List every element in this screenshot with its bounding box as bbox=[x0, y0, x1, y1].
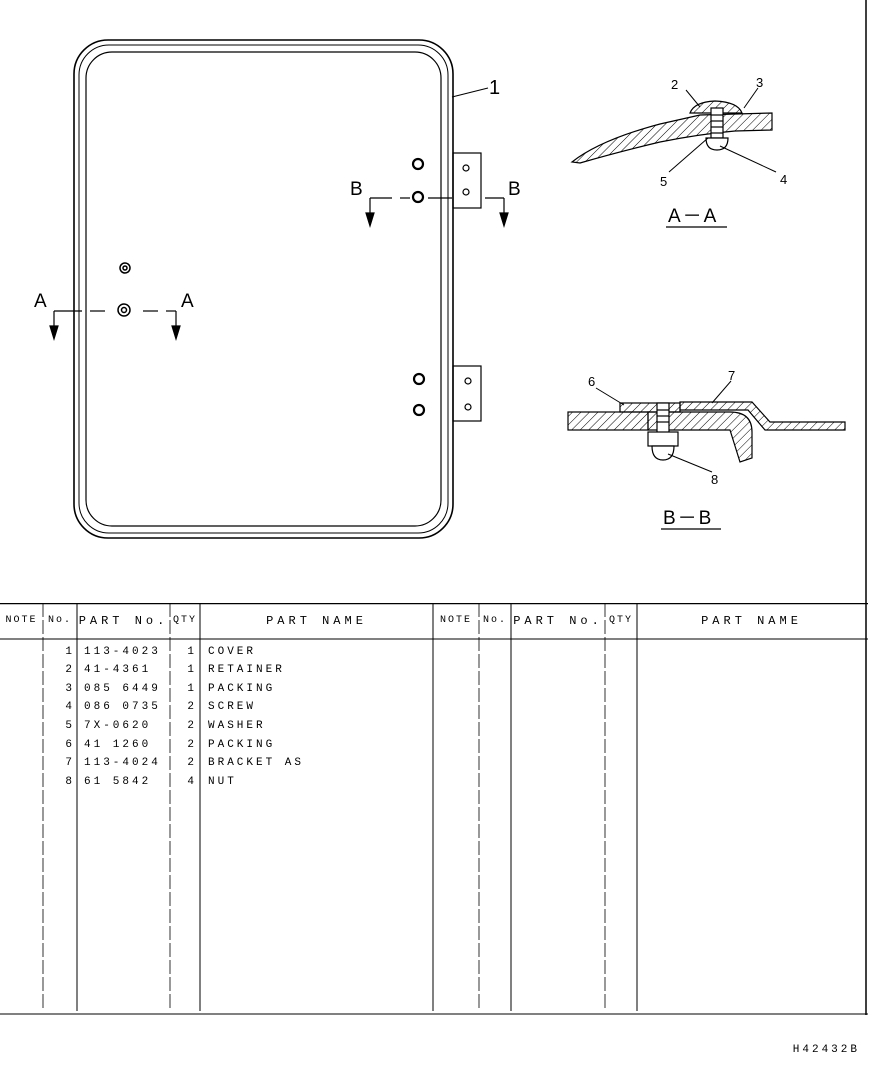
row-part-no: 41-4361 bbox=[84, 664, 152, 676]
row-part-name: RETAINER bbox=[208, 664, 285, 676]
row-qty: 1 bbox=[187, 646, 194, 658]
row-no: 8 bbox=[65, 776, 72, 788]
parts-table: NOTE No. PART No. QTY PART NAME NOTE No.… bbox=[0, 603, 874, 1015]
row-part-no: 113-4023 bbox=[84, 646, 161, 658]
table-row: 6 41 1260 2 PACKING bbox=[0, 736, 434, 754]
callout-3: 3 bbox=[756, 75, 763, 90]
hinge-bracket-upper bbox=[452, 152, 482, 209]
cover-frame bbox=[73, 39, 454, 539]
section-line-a bbox=[49, 310, 181, 342]
hinge-bracket-lower bbox=[452, 365, 482, 422]
callout-1: 1 bbox=[489, 77, 500, 99]
row-part-name: WASHER bbox=[208, 720, 266, 732]
row-no: 5 bbox=[65, 720, 72, 732]
header-note-left: NOTE bbox=[5, 615, 38, 626]
row-qty: 1 bbox=[187, 664, 194, 676]
callout-6: 6 bbox=[588, 374, 595, 389]
retainer-screws bbox=[117, 262, 131, 317]
row-no: 3 bbox=[65, 683, 72, 695]
table-row: 1 113-4023 1 COVER bbox=[0, 643, 434, 661]
table-row: 4 086 0735 2 SCREW bbox=[0, 698, 434, 716]
table-row: 8 61 5842 4 NUT bbox=[0, 773, 434, 791]
section-title-b: B－B bbox=[663, 508, 713, 529]
table-row: 3 085 6449 1 PACKING bbox=[0, 680, 434, 698]
header-part-name-left: PART NAME bbox=[266, 614, 367, 628]
header-note-right: NOTE bbox=[439, 615, 472, 626]
header-qty-left: QTY bbox=[172, 615, 197, 626]
section-marker-a-left: A bbox=[34, 291, 49, 312]
callout-4: 4 bbox=[780, 172, 787, 187]
bolt-heads bbox=[411, 157, 426, 417]
header-no-right: No. bbox=[482, 615, 507, 626]
section-marker-a-right: A bbox=[181, 291, 196, 312]
row-no: 7 bbox=[65, 757, 72, 769]
section-line-b bbox=[365, 197, 509, 229]
row-part-no: 7X-0620 bbox=[84, 720, 152, 732]
row-no: 4 bbox=[65, 701, 72, 713]
row-part-name: COVER bbox=[208, 646, 257, 658]
table-grid bbox=[0, 603, 868, 1015]
header-no-left: No. bbox=[47, 615, 72, 626]
callout-leader bbox=[451, 87, 489, 98]
callout-5: 5 bbox=[660, 174, 667, 189]
section-marker-b-left: B bbox=[350, 179, 365, 200]
row-qty: 2 bbox=[187, 720, 194, 732]
table-row: 5 7X-0620 2 WASHER bbox=[0, 717, 434, 735]
row-qty: 2 bbox=[187, 739, 194, 751]
table-row: 2 41-4361 1 RETAINER bbox=[0, 661, 434, 679]
row-part-name: PACKING bbox=[208, 683, 276, 695]
section-a-detail bbox=[570, 87, 777, 173]
row-qty: 2 bbox=[187, 701, 194, 713]
row-part-no: 085 6449 bbox=[84, 683, 161, 695]
row-part-no: 113-4024 bbox=[84, 757, 161, 769]
callout-7: 7 bbox=[728, 368, 735, 383]
row-part-name: SCREW bbox=[208, 701, 257, 713]
row-part-name: NUT bbox=[208, 776, 237, 788]
document-code: H42432B bbox=[792, 1044, 860, 1056]
section-b-detail bbox=[567, 380, 846, 473]
header-part-no-right: PART No. bbox=[513, 614, 603, 628]
row-part-no: 61 5842 bbox=[84, 776, 152, 788]
parts-drawing: 1 A A B B bbox=[34, 0, 867, 603]
callout-8: 8 bbox=[711, 472, 718, 487]
row-part-no: 086 0735 bbox=[84, 701, 161, 713]
row-no: 1 bbox=[65, 646, 72, 658]
row-qty: 1 bbox=[187, 683, 194, 695]
row-part-name: BRACKET AS bbox=[208, 757, 305, 769]
table-row: 7 113-4024 2 BRACKET AS bbox=[0, 754, 434, 772]
row-no: 6 bbox=[65, 739, 72, 751]
header-part-name-right: PART NAME bbox=[701, 614, 802, 628]
header-qty-right: QTY bbox=[608, 615, 633, 626]
callout-2: 2 bbox=[671, 77, 678, 92]
row-part-no: 41 1260 bbox=[84, 739, 152, 751]
header-part-no-left: PART No. bbox=[78, 614, 169, 628]
section-marker-b-right: B bbox=[508, 179, 523, 200]
row-qty: 4 bbox=[187, 776, 194, 788]
row-qty: 2 bbox=[187, 757, 194, 769]
row-no: 2 bbox=[65, 664, 72, 676]
row-part-name: PACKING bbox=[208, 739, 276, 751]
section-title-a: A－A bbox=[668, 206, 718, 227]
